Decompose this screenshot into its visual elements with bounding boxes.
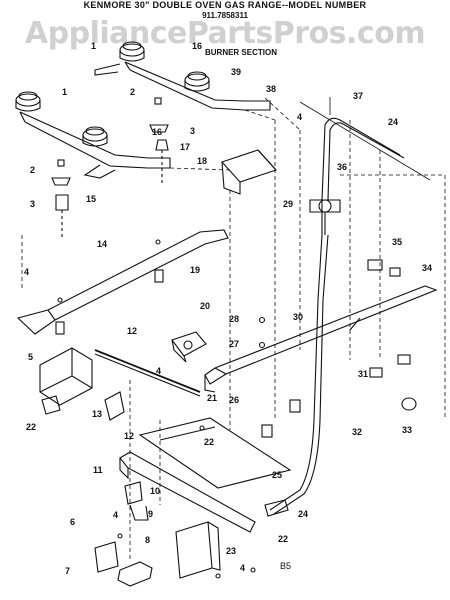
callout-18: 18 [197,156,208,166]
valves [367,259,417,411]
callout-25: 25 [272,470,283,480]
lower-burner-tube [119,451,256,533]
callout-34: 34 [422,263,433,273]
callout-29: 29 [283,199,294,209]
callout-22: 22 [26,422,37,432]
callout-4: 4 [113,510,119,520]
callout-4: 4 [297,112,303,122]
callout-22: 22 [278,534,289,544]
callout-3: 3 [30,199,36,209]
clips [51,97,169,186]
callout-9: 9 [148,509,154,519]
callout-20: 20 [200,301,211,311]
callout-16: 16 [152,127,163,137]
heat-shield [221,149,277,195]
callout-13: 13 [92,409,103,419]
callout-30: 30 [293,312,304,322]
burner-support-bar [16,229,229,335]
leader-lines [21,97,446,560]
callout-23: 23 [226,546,237,556]
diagram-title: KENMORE 30" DOUBLE OVEN GAS RANGE--MODEL… [83,0,367,10]
lower-parts [94,521,256,587]
igniter-bracket [39,347,201,421]
callout-4: 4 [240,563,246,573]
callout-3: 3 [190,126,196,136]
callout-37: 37 [353,91,364,101]
callout-24: 24 [388,117,399,127]
rear-burner-assembly [94,41,271,111]
callout-16: 16 [192,41,203,51]
callout-38: 38 [266,84,277,94]
callout-7: 7 [65,566,71,576]
fittings [258,316,301,438]
callout-4: 4 [24,267,30,277]
callout-36: 36 [337,162,348,172]
frame-lines [299,97,431,181]
callout-5: 5 [28,352,34,362]
callout-19: 19 [190,265,201,275]
callout-21: 21 [207,393,218,403]
callout-4: 4 [156,366,162,376]
callout-31: 31 [358,369,369,379]
callout-15: 15 [86,194,97,204]
callout-6: 6 [70,517,76,527]
orifice-parts [55,139,169,238]
callout-1: 1 [91,41,97,51]
callout-11: 11 [93,465,103,475]
callout-1: 1 [62,87,68,97]
callout-22: 22 [204,437,215,447]
callout-8: 8 [145,535,151,545]
callout-24: 24 [298,509,309,519]
gas-line-lower [264,234,329,517]
callout-35: 35 [392,237,403,247]
callout-27: 27 [229,339,240,349]
callout-2: 2 [130,87,136,97]
callout-2: 2 [30,165,36,175]
section-title: BURNER SECTION [204,48,277,57]
callout-10: 10 [150,486,161,496]
regulator [171,331,207,363]
callout-28: 28 [229,314,240,324]
callout-12: 12 [124,431,135,441]
callout-32: 32 [352,427,363,437]
callout-14: 14 [97,239,108,249]
page-mark: B5 [280,561,292,571]
callout-17: 17 [180,142,191,152]
manifold-tube [204,285,438,393]
callout-26: 26 [229,395,240,405]
front-burner-assembly [15,91,171,179]
callout-33: 33 [402,425,413,435]
callout-12: 12 [127,326,138,336]
callout-39: 39 [231,67,242,77]
model-number: 911.7858311 [202,11,248,20]
baffle-plate [138,417,292,489]
